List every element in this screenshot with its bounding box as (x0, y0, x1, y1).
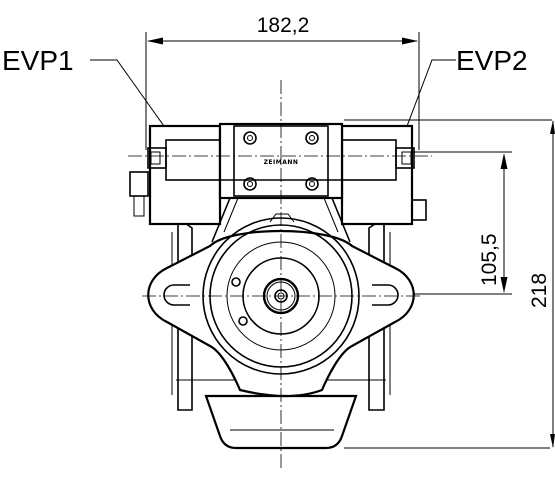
flange-slot-left (163, 284, 190, 306)
face-hole-1 (231, 277, 241, 287)
arrowhead-right (402, 37, 418, 45)
face-hole-2 (238, 316, 248, 326)
width-dimension: 182,2 (145, 14, 420, 150)
valve-bolts (243, 131, 319, 191)
valve-marking: ZEIMANN (264, 159, 299, 166)
arrowhead-down-105 (500, 277, 508, 293)
height-total-label: 218 (528, 273, 551, 308)
flange-slot-right (372, 284, 399, 306)
arrowhead-up-105 (500, 153, 508, 169)
height-dimensions: 105,5 218 (344, 119, 555, 449)
connector-right (411, 199, 427, 221)
width-dimension-label: 182,2 (257, 14, 310, 37)
solenoid-evp2 (340, 124, 414, 226)
callout-evp2: EVP2 (397, 45, 528, 151)
callout-label-evp2: EVP2 (456, 45, 528, 76)
arrowhead-left (147, 37, 163, 45)
height-center-label: 105,5 (478, 233, 501, 286)
valve-assembly: ZEIMANN (129, 122, 427, 226)
connector-left (129, 171, 149, 197)
callout-evp1: EVP1 (2, 45, 182, 151)
center-lines (128, 80, 432, 470)
callout-label-evp1: EVP1 (2, 45, 74, 76)
